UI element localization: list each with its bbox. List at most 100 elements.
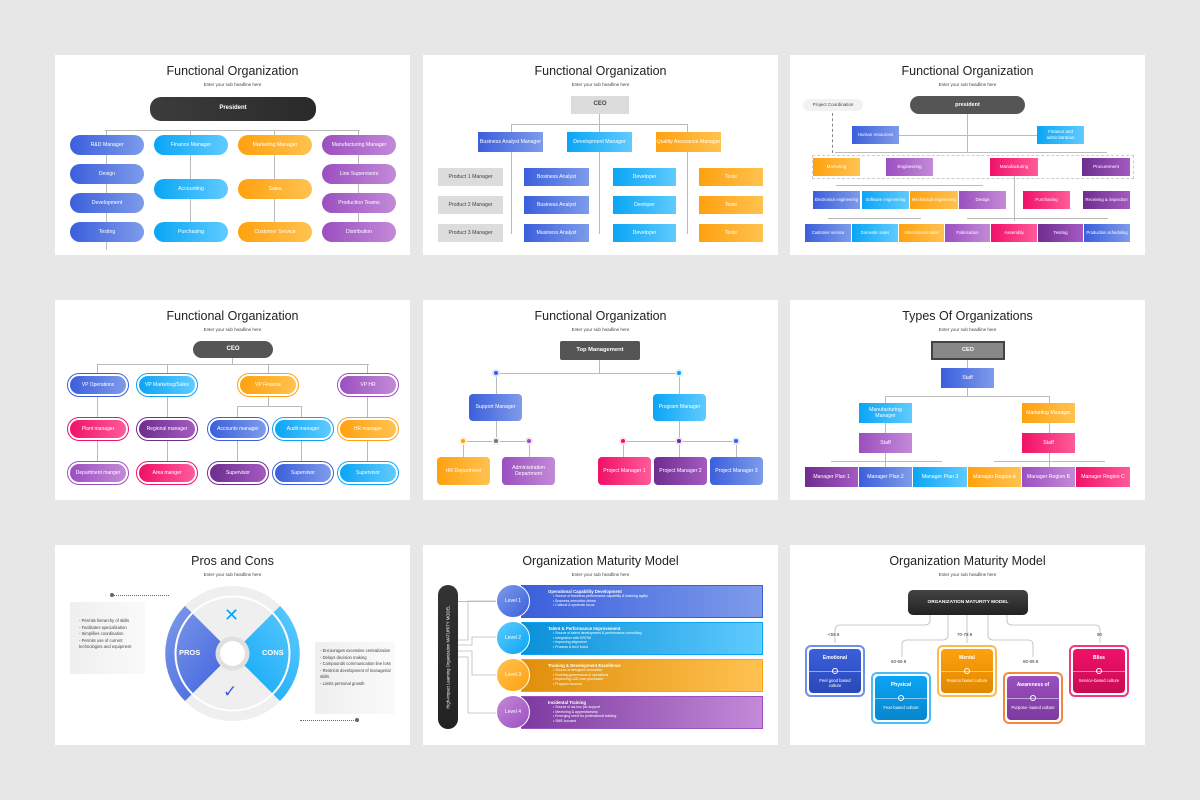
distribution-node: Distribution (322, 222, 396, 242)
purchasing-node: Purchasing (154, 222, 228, 242)
level-4-bar: Incidental Training Source of ad-hoc job… (521, 696, 763, 729)
ceo-node: CEO (571, 96, 629, 114)
slide-title: Pros and Cons (191, 554, 274, 568)
level-1-badge: Level 1 (496, 584, 530, 618)
connector-dot (525, 437, 533, 445)
slide-maturity-model-levels[interactable]: Organization Maturity Model Enter your s… (423, 545, 778, 745)
president-node: president (910, 96, 1025, 114)
pros-item: Simplifies coordination (79, 631, 145, 638)
level-3-badge: Level 3 (496, 658, 530, 692)
connector-dot (492, 437, 500, 445)
slide-title: Organization Maturity Model (522, 554, 679, 568)
purchasing-node: Purchasing (1023, 191, 1070, 209)
vp-marketing-node: VP Marketing/Sales (136, 373, 198, 397)
ba-manager-node: Business Analyst Manager (478, 132, 543, 152)
qa-manager-node: Quality Assurance Manager (656, 132, 721, 152)
pros-cons-wheel: ✕ ✓ PROS CONS (165, 586, 300, 721)
hr-department-node: HR Department (437, 457, 490, 485)
left-staff-node: Staff (859, 433, 912, 453)
project-manager-2-node: Project Manager 2 (654, 457, 707, 485)
level-3-bar: Training & Development Excellence Source… (521, 659, 763, 692)
cons-item: Restricts development of managerial skil… (320, 668, 395, 681)
level-2-badge: Level 2 (496, 621, 530, 655)
cons-list-panel: Encourages excessive centralization Dela… (315, 642, 395, 714)
supervisor-node: Supervisor (207, 461, 269, 485)
manager-region-a-node: Manager Region A (968, 467, 1021, 487)
tester-node: Teste (699, 224, 763, 242)
right-staff-node: Staff (1022, 433, 1075, 453)
slide-title: Types Of Organizations (902, 309, 1033, 323)
manufacturing-manager-node: Manufacturing Manager (322, 135, 396, 155)
testing-node: Testing (70, 222, 144, 242)
software-eng-node: Software engineering (862, 191, 909, 209)
product2-node: Product 2 Manager (438, 196, 503, 214)
vp-operations-node: VP Operations (67, 373, 129, 397)
vp-hr-node: VP HR (337, 373, 399, 397)
ceo-node: CEO (931, 341, 1005, 360)
slide-subheadline: Enter your sub headline here (203, 82, 262, 87)
domestic-sales-node: Domestic sales (852, 224, 898, 242)
top-management-node: Top Management (560, 341, 640, 360)
project-manager-1-node: Project Manager 1 (598, 457, 651, 485)
electronics-eng-node: Electronics engineering (813, 191, 860, 209)
level-1-bar: Operational Capability Development Sourc… (521, 585, 763, 618)
cons-label: CONS (262, 648, 284, 657)
assembly-node: Assembly (991, 224, 1037, 242)
slide-functional-org-3[interactable]: Functional Organization Enter your sub h… (790, 55, 1145, 255)
customer-service-node: Customer Service (238, 222, 312, 242)
design-node: Design (959, 191, 1006, 209)
slide-functional-org-4[interactable]: Functional Organization Enter your sub h… (55, 300, 410, 500)
audit-manager-node: Audit manager (272, 417, 334, 441)
slide-title: Organization Maturity Model (889, 554, 1046, 568)
cons-item: Encourages excessive centralization (320, 648, 395, 655)
slide-subheadline: Enter your sub headline here (571, 327, 630, 332)
maturity-model-header: ORGANIZATION MATURITY MODEL (908, 590, 1028, 615)
fabrication-node: Fabrication (945, 224, 990, 242)
slide-subheadline: Enter your sub headline here (571, 572, 630, 577)
manufacturing-node: Manufacturing (990, 158, 1038, 176)
developer-node: Devloper (613, 196, 676, 214)
slide-maturity-model-cards[interactable]: Organization Maturity Model Enter your s… (790, 545, 1145, 745)
slide-title: Functional Organization (166, 64, 299, 78)
manager-plan-2-node: Manager Plan 2 (859, 467, 912, 487)
dev-manager-node: Development Manager (567, 132, 632, 152)
pros-item: Permits use of current technologies and … (79, 638, 145, 651)
development-node: Development (70, 193, 144, 213)
slide-title: Functional Organization (534, 64, 667, 78)
cons-item: Limits personal growth (320, 681, 395, 688)
slide-pros-and-cons[interactable]: Pros and Cons Enter your sub headline he… (55, 545, 410, 745)
slide-subheadline: Enter your sub headline here (203, 572, 262, 577)
finance-admin-node: Finance and administration (1037, 126, 1084, 144)
pros-list-panel: Permits hierarchy of skills Facilitates … (70, 602, 145, 674)
pros-item: Facilitates specialization (79, 625, 145, 632)
slide-types-of-organizations[interactable]: Types Of Organizations Enter your sub he… (790, 300, 1145, 500)
mechanical-eng-node: Mechanical engineering (910, 191, 958, 209)
customer-service-node: Customer service (805, 224, 851, 242)
slide-functional-org-2[interactable]: Functional Organization Enter your sub h… (423, 55, 778, 255)
slide-functional-org-1[interactable]: Functional Organization Enter your sub h… (55, 55, 410, 255)
slide-functional-org-5[interactable]: Functional Organization Enter your sub h… (423, 300, 778, 500)
pros-item: Permits hierarchy of skills (79, 618, 145, 625)
range-label: <59.9 (828, 632, 840, 637)
procurement-node: Procurement (1082, 158, 1130, 176)
design-node: Design (70, 164, 144, 184)
range-label: 60-69.9 (891, 659, 907, 664)
tester-node: Teste (699, 168, 763, 186)
testing-node: Testing (1038, 224, 1083, 242)
slide-subheadline: Enter your sub headline here (938, 572, 997, 577)
receiving-node: Receiving & inspection (1083, 191, 1130, 209)
sales-node: Sales (238, 179, 312, 199)
range-label: 80-89.9 (1023, 659, 1039, 664)
vertical-label-bar: High-Impact Learning Organization MATURI… (438, 585, 458, 729)
developer-node: Developer (613, 168, 676, 186)
range-label: 90 (1097, 632, 1103, 637)
slide-title: Functional Organization (901, 64, 1034, 78)
pros-label: PROS (179, 648, 201, 657)
slide-subheadline: Enter your sub headline here (938, 82, 997, 87)
range-label: 70-79.9 (957, 632, 973, 637)
marketing-manager-node: Marketing Manager (1022, 403, 1075, 423)
slide-subheadline: Enter your sub headline here (938, 327, 997, 332)
level-2-bar: Talent & Performance Improvement Source … (521, 622, 763, 655)
